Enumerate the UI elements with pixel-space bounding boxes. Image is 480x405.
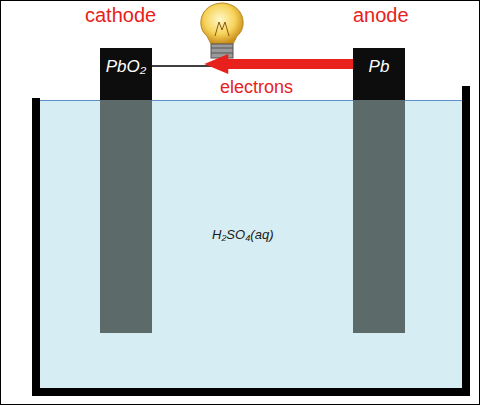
electrode-material: PbO₂ xyxy=(100,48,152,77)
electrode-label: anode xyxy=(353,4,409,27)
light-bulb xyxy=(201,3,243,65)
anode-electrode: anodePb xyxy=(353,48,405,333)
edge-label: electrons xyxy=(220,77,293,98)
electrode-label: cathode xyxy=(85,4,156,27)
beaker-wall xyxy=(462,86,470,396)
electrolyte-label: H₂SO₄(aq) xyxy=(212,227,273,242)
circuit-wire xyxy=(152,54,355,74)
beaker-bottom xyxy=(32,388,470,396)
cathode-electrode: cathodePbO₂ xyxy=(100,48,152,333)
electrode-material: Pb xyxy=(353,48,405,77)
beaker-wall xyxy=(32,98,40,396)
